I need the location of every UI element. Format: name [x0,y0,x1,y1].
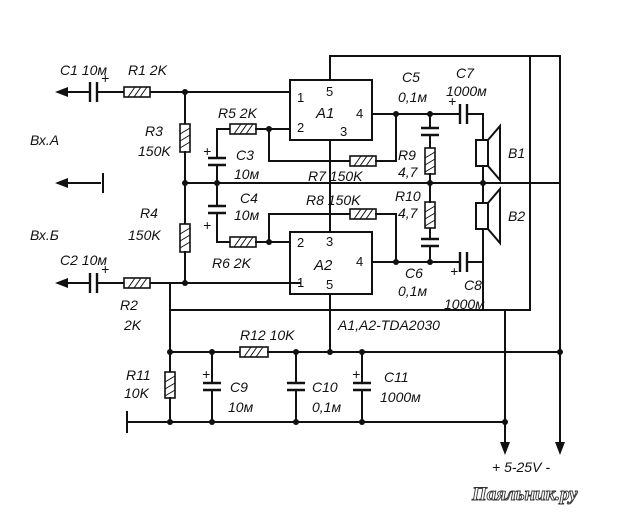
label-c6: C6 [405,265,423,281]
label-input-b: Вх.Б [30,227,59,243]
plus-c1: + [101,70,109,86]
label-supply: + 5-25V - [492,459,550,475]
label-c11: C11 [384,369,409,385]
watermark-text: Паяльник.ру [471,484,578,505]
label-r11: R11 [126,367,151,383]
speaker-b1 [475,123,501,183]
label-r1: R1 2K [128,62,168,78]
label-c9: C9 [230,379,248,395]
label-r11-value: 10K [124,385,150,401]
resistor-r4 [179,223,191,253]
a1-pin5: 5 [326,84,333,99]
label-c3: C3 [236,147,254,163]
plus-c8: + [450,263,458,279]
label-b1: B1 [508,145,525,161]
label-a2: A2 [313,257,333,274]
input-ground-symbol [55,173,104,193]
label-c4-value: 10м [234,207,260,223]
label-c6-value: 0,1м [398,283,427,299]
label-c9-value: 10м [228,399,254,415]
label-r10-value: 4,7 [398,205,419,221]
label-a1: A1 [315,105,334,122]
label-r4-value: 150K [128,227,161,243]
plus-c2: + [101,261,109,277]
speaker-b2 [475,186,501,246]
plus-c9: + [202,366,210,382]
amplifier-a1 [289,79,373,141]
a2-pin1: 1 [297,275,304,290]
label-c1: C1 10м [60,62,107,78]
plus-c11: + [352,366,360,382]
label-r9-value: 4,7 [398,164,419,180]
resistor-r2 [123,277,151,289]
resistor-r3 [179,123,191,153]
plus-c3: + [203,143,211,159]
label-c10-value: 0,1м [312,399,341,415]
label-c4: C4 [240,190,258,206]
label-c7-value: 1000м [446,83,487,99]
label-b2: B2 [508,208,525,224]
label-c5: C5 [402,69,420,85]
a2-pin4: 4 [356,254,363,269]
label-r3: R3 [145,123,163,139]
plus-c4: + [203,217,211,233]
label-c11-value: 1000м [380,389,421,405]
label-r2-value: 2K [123,317,142,333]
a2-pin3: 3 [326,234,333,249]
label-c8-value: 1000м [444,296,485,312]
a1-pin3: 3 [340,124,347,139]
input-a-line [55,82,301,102]
label-r6: R6 2K [212,255,252,271]
a2-pin2: 2 [297,235,304,250]
resistor-r12 [239,346,269,358]
a2-pin5: 5 [326,277,333,292]
label-r9: R9 [398,147,416,163]
resistor-r1 [123,86,151,98]
a1-pin2: 2 [297,120,304,135]
a1-pin1: 1 [297,90,304,105]
a1-pin4: 4 [356,106,363,121]
label-r2: R2 [120,297,138,313]
label-r7: R7 150K [308,168,363,184]
label-c3-value: 10м [234,166,260,182]
label-r10: R10 [395,188,421,204]
label-c10: C10 [312,379,338,395]
label-c5-value: 0,1м [398,89,427,105]
label-c8: C8 [464,277,482,293]
resistor-r5 [229,123,257,135]
label-r8: R8 150K [306,192,361,208]
resistor-r7 [349,155,377,167]
label-r3-value: 150K [138,143,171,159]
resistor-r8 [349,208,377,220]
label-input-a: Вх.А [30,132,59,148]
resistor-r10 [424,201,436,229]
label-r5: R5 2K [218,105,258,121]
resistor-r9 [424,147,436,175]
label-r4: R4 [140,205,158,221]
resistor-r6 [229,236,257,248]
resistor-r11 [164,371,176,399]
input-b-line [55,273,301,293]
label-c2: C2 10м [60,252,107,268]
label-c7: C7 [456,65,475,81]
plus-c7: + [448,93,456,109]
label-chip-type: A1,A2-TDA2030 [337,317,440,333]
label-r12: R12 10K [240,327,295,343]
